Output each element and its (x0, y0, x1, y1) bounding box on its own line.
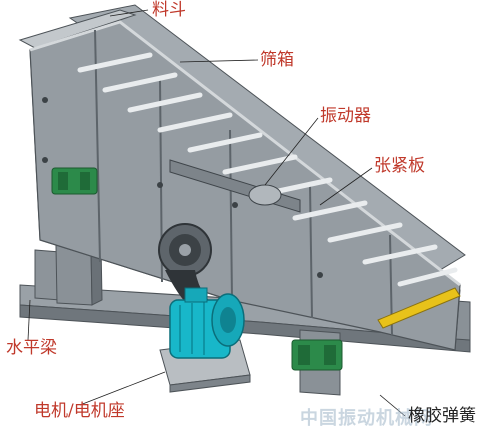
label-hopper: 料斗 (152, 0, 186, 20)
label-vibrator: 振动器 (320, 106, 371, 126)
leader-lines (27, 9, 406, 417)
electric-motor (169, 287, 245, 359)
vibrator-shaft (169, 159, 301, 213)
label-tension-plate: 张紧板 (374, 156, 425, 176)
screen-deck-cross-bars (77, 52, 458, 287)
watermark-text: 中国振动机械网 (300, 408, 433, 429)
label-motor: 电机/电机座 (34, 401, 125, 421)
label-rubber-spring: 橡胶弹簧 (408, 406, 476, 426)
label-horizontal-beam: 水平梁 (6, 338, 57, 358)
label-screen-box: 筛箱 (260, 50, 294, 70)
rubber-spring-mount-right (291, 339, 343, 371)
tension-plate-bar (377, 287, 461, 329)
rubber-spring-mount-left (51, 167, 98, 195)
